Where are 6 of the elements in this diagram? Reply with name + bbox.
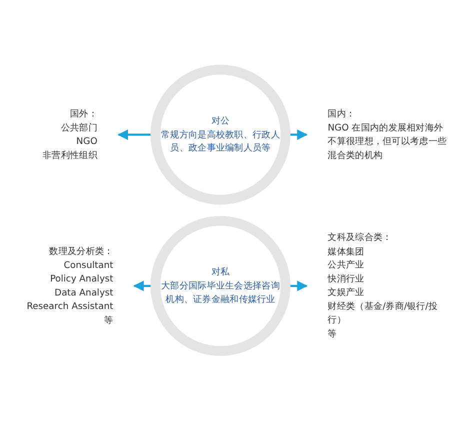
node-text: 国内： NGO 在国内的发展相对海外不算很理想，但可以考虑一些混合类的机构 [328,108,447,160]
node-circle: 对公 常规方向是高校教职、行政人员、政企事业编制人员等 [150,64,290,205]
node-text: 文科及综合类： 媒体集团 公共产业 快消行业 文娱产业 财经类（基金/券商/银行/投行） 等 [328,232,438,340]
node-circle: 对私 大部分国际毕业生会选择咨询机构、证券金融和传媒行业 [150,216,290,356]
node-text: 数理及分析类： Consultant Policy Analyst Data Analyst Research Assistant 等 [26,246,114,326]
node-text: 国外： 公共部门 NGO 非营利性组织 [42,108,98,160]
